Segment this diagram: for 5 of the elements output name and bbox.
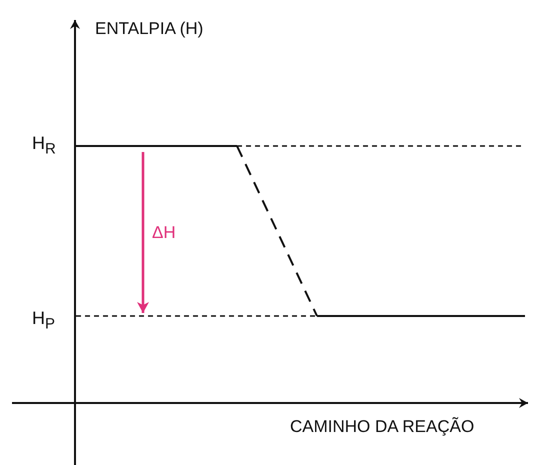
delta-label: ΔH xyxy=(152,224,176,241)
level-label: H$_{P}$ xyxy=(32,309,56,332)
axis-title: CAMINHO DA REAÇÃO xyxy=(290,418,474,435)
axis-title: ENTALPIA (H) xyxy=(95,20,204,37)
level-label: H$_{R}$ xyxy=(32,134,56,157)
